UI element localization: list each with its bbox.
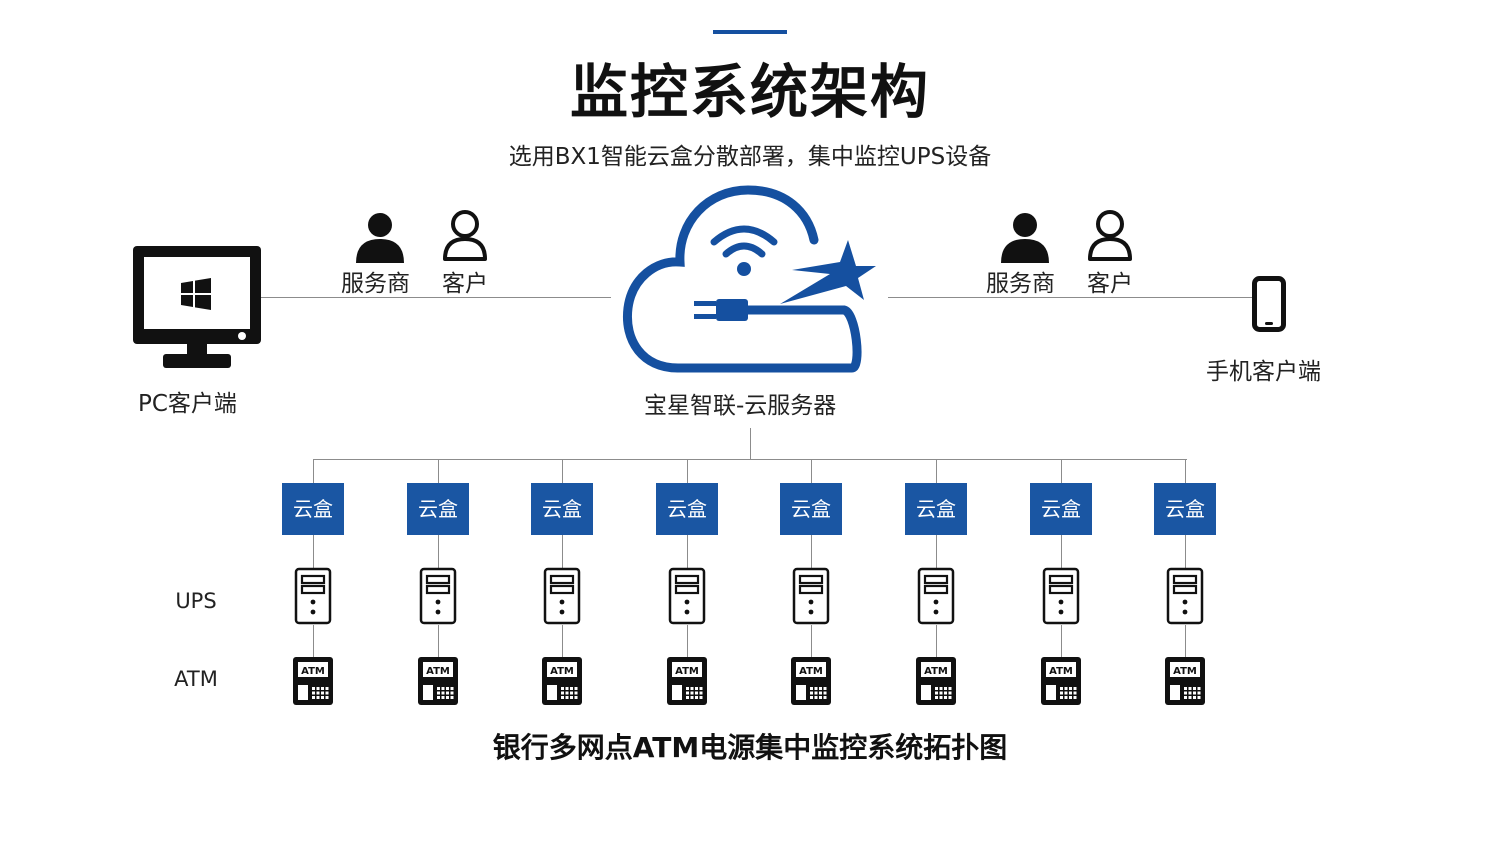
box-ups-line <box>687 535 688 568</box>
box-ups-line <box>811 535 812 568</box>
page-title: 监控系统架构 <box>569 58 930 126</box>
atm-icon-text: ATM <box>1173 666 1197 677</box>
ups-icon <box>1166 567 1204 625</box>
box-ups-line <box>438 535 439 568</box>
right-role-service-provider: 服务商 <box>986 271 1055 297</box>
cloud-box-node: 云盒 <box>905 483 967 535</box>
node-bus-line <box>313 459 1187 460</box>
bus-drop-line <box>936 459 937 483</box>
box-ups-line <box>313 535 314 568</box>
pc-server-connector <box>261 297 611 298</box>
ups-icon <box>543 567 581 625</box>
ups-icon <box>294 567 332 625</box>
atm-icon: ATM <box>916 657 956 705</box>
atm-icon-text: ATM <box>550 666 574 677</box>
ups-atm-line <box>1185 625 1186 657</box>
box-ups-line <box>562 535 563 568</box>
ups-icon <box>1042 567 1080 625</box>
ups-atm-line <box>562 625 563 657</box>
atm-row-label: ATM <box>174 667 218 691</box>
atm-icon: ATM <box>1165 657 1205 705</box>
mobile-server-connector <box>888 297 1252 298</box>
page-subtitle: 选用BX1智能云盒分散部署，集中监控UPS设备 <box>508 144 992 170</box>
ups-atm-line <box>1061 625 1062 657</box>
ups-icon <box>668 567 706 625</box>
bus-drop-line <box>811 459 812 483</box>
service-provider-icon <box>999 211 1051 263</box>
diagram-caption: 银行多网点ATM电源集中监控系统拓扑图 <box>492 731 1008 764</box>
bus-drop-line <box>438 459 439 483</box>
bus-drop-line <box>687 459 688 483</box>
bus-drop-line <box>562 459 563 483</box>
box-ups-line <box>1185 535 1186 568</box>
bus-drop-line <box>1061 459 1062 483</box>
cloud-box-node: 云盒 <box>407 483 469 535</box>
ups-icon <box>917 567 955 625</box>
cloud-box-node: 云盒 <box>282 483 344 535</box>
bus-drop-line <box>1185 459 1186 483</box>
atm-icon-text: ATM <box>301 666 325 677</box>
title-accent-bar <box>713 30 787 34</box>
atm-icon-text: ATM <box>426 666 450 677</box>
left-role-customer: 客户 <box>442 271 488 297</box>
customer-icon <box>441 209 489 261</box>
windows-pc-monitor-icon <box>133 246 261 370</box>
cloud-server-label: 宝星智联-云服务器 <box>644 393 837 419</box>
box-ups-line <box>936 535 937 568</box>
atm-icon-text: ATM <box>924 666 948 677</box>
cloud-box-node: 云盒 <box>1030 483 1092 535</box>
cloud-wifi-plug-star-icon <box>620 182 882 374</box>
server-trunk-line <box>750 428 751 460</box>
atm-icon: ATM <box>791 657 831 705</box>
ups-atm-line <box>811 625 812 657</box>
ups-atm-line <box>687 625 688 657</box>
cloud-box-node: 云盒 <box>1154 483 1216 535</box>
cloud-box-node: 云盒 <box>780 483 842 535</box>
service-provider-icon <box>354 211 406 263</box>
atm-icon: ATM <box>418 657 458 705</box>
cloud-box-node: 云盒 <box>656 483 718 535</box>
mobile-client-label: 手机客户端 <box>1206 359 1321 385</box>
smartphone-icon <box>1252 276 1286 332</box>
atm-icon-text: ATM <box>675 666 699 677</box>
box-ups-line <box>1061 535 1062 568</box>
right-role-customer: 客户 <box>1087 271 1133 297</box>
ups-atm-line <box>936 625 937 657</box>
cloud-box-node: 云盒 <box>531 483 593 535</box>
atm-icon-text: ATM <box>1049 666 1073 677</box>
ups-atm-line <box>313 625 314 657</box>
ups-icon <box>792 567 830 625</box>
atm-icon: ATM <box>667 657 707 705</box>
ups-icon <box>419 567 457 625</box>
ups-row-label: UPS <box>175 589 217 613</box>
pc-client-label: PC客户端 <box>138 391 237 417</box>
bus-drop-line <box>313 459 314 483</box>
atm-icon-text: ATM <box>799 666 823 677</box>
ups-atm-line <box>438 625 439 657</box>
atm-icon: ATM <box>1041 657 1081 705</box>
atm-icon: ATM <box>542 657 582 705</box>
left-role-service-provider: 服务商 <box>341 271 410 297</box>
atm-icon: ATM <box>293 657 333 705</box>
customer-icon <box>1086 209 1134 261</box>
